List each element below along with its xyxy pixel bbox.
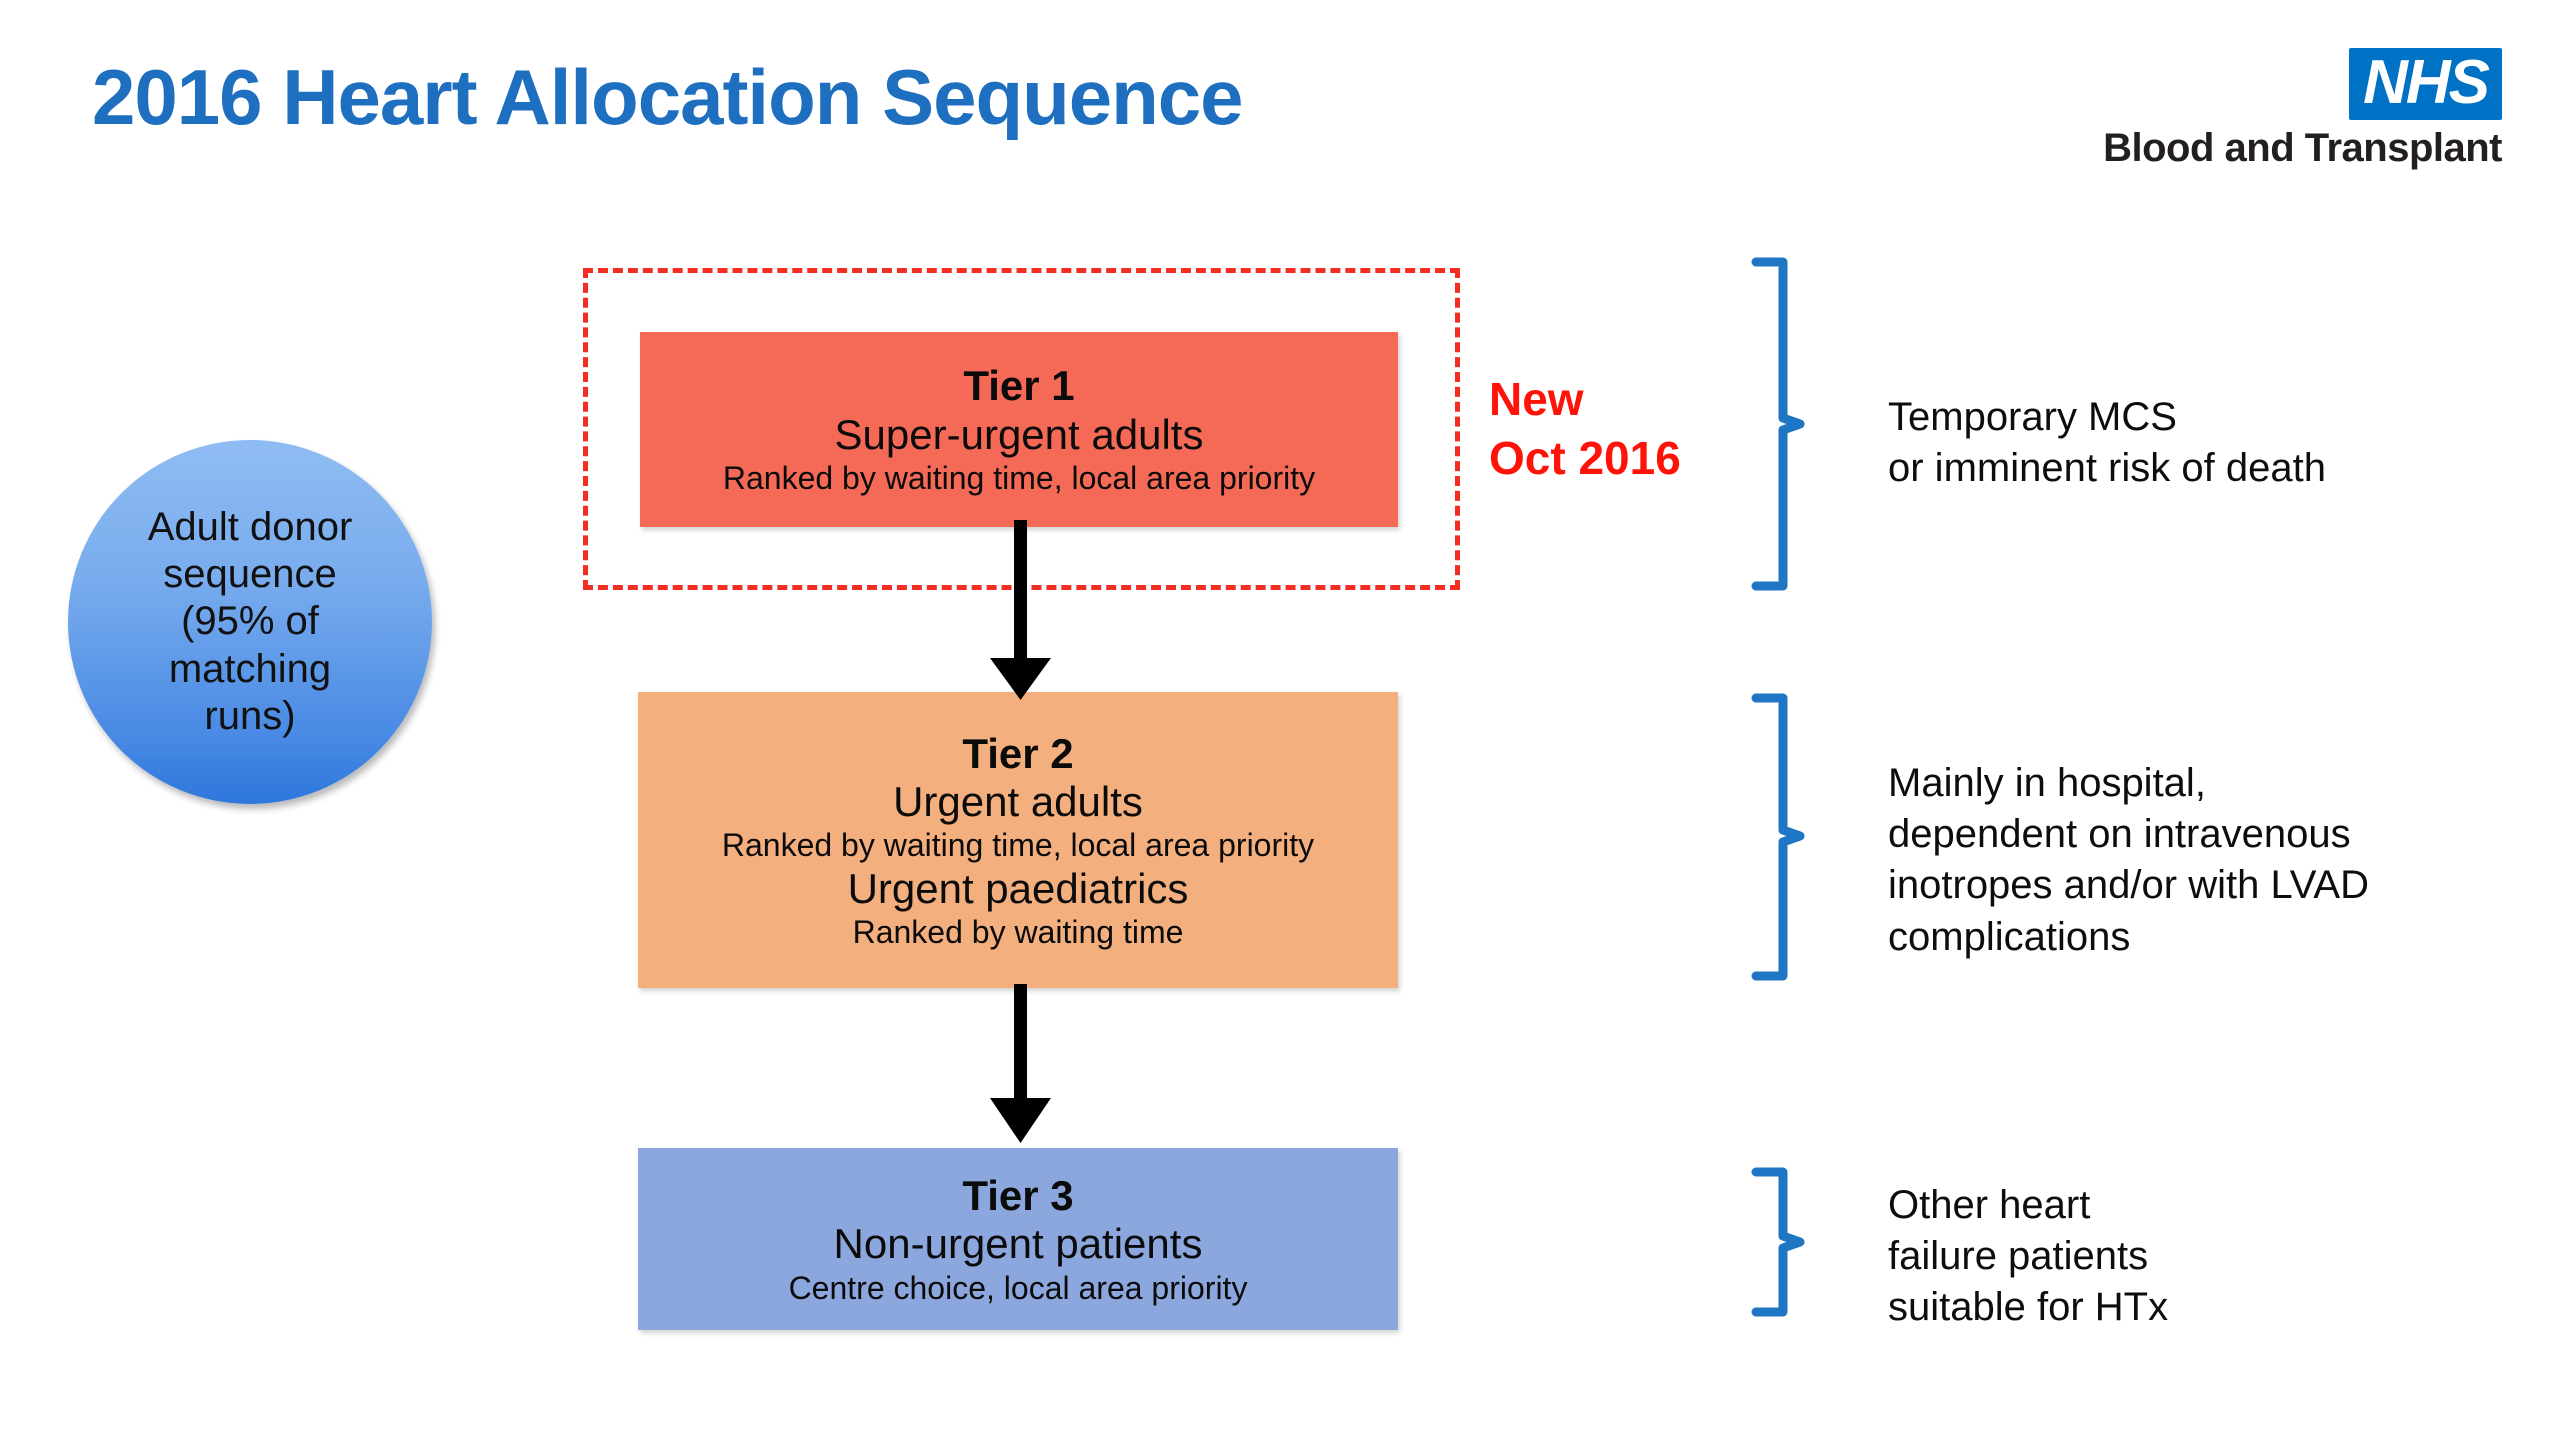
new-oct-2016-callout: New Oct 2016	[1489, 370, 1681, 488]
tier-2-title: Tier 2	[962, 729, 1074, 777]
tier-1-box: Tier 1 Super-urgent adults Ranked by wai…	[640, 332, 1398, 527]
donor-line-3: (95% of	[181, 599, 319, 644]
donor-line-5: runs)	[204, 693, 296, 738]
brace-tier-3	[1751, 1167, 1805, 1317]
tier-3-box: Tier 3 Non-urgent patients Centre choice…	[638, 1148, 1398, 1330]
tier-2-box: Tier 2 Urgent adults Ranked by waiting t…	[638, 692, 1398, 988]
nhs-logo: NHS Blood and Transplant	[2082, 48, 2503, 170]
annotation-3-line-1: Other heart	[1888, 1183, 2091, 1227]
nhs-badge-label: NHS	[2363, 48, 2490, 117]
arrow-tier2-to-tier3	[990, 984, 1051, 1143]
annotation-1-line-2: or imminent risk of death	[1888, 446, 2326, 491]
annotation-3-line-2: failure patients	[1888, 1234, 2149, 1279]
callout-line-2: Oct 2016	[1489, 431, 1681, 484]
tier-1-sub: Ranked by waiting time, local area prior…	[722, 460, 1316, 497]
tier-3-sub: Centre choice, local area priority	[788, 1269, 1248, 1306]
annotation-tier-1: Temporary MCS or imminent risk of death	[1888, 392, 2326, 494]
page-title: 2016 Heart Allocation Sequence	[92, 53, 1244, 141]
annotation-tier-2: Mainly in hospital, dependent on intrave…	[1888, 758, 2369, 963]
callout-line-1: New	[1489, 373, 1584, 425]
donor-sequence-label: Adult donor sequence (95% of matching ru…	[126, 504, 375, 740]
donor-line-4: matching	[168, 646, 332, 691]
donor-line-1: Adult donor	[147, 505, 353, 550]
tier-2-main: Urgent adults	[893, 778, 1143, 826]
annotation-2-line-1: Mainly in hospital,	[1888, 761, 2206, 805]
tier-1-main: Super-urgent adults	[834, 410, 1204, 458]
brace-tier-2	[1751, 693, 1805, 981]
annotation-2-line-3: inotropes and/or with LVAD	[1888, 863, 2369, 908]
annotation-2-line-2: dependent on intravenous	[1888, 812, 2351, 857]
donor-line-2: sequence	[163, 552, 337, 597]
annotation-3-line-3: suitable for HTx	[1888, 1285, 2169, 1330]
tier-3-title: Tier 3	[962, 1171, 1074, 1219]
brace-tier-1	[1751, 257, 1805, 591]
donor-sequence-circle: Adult donor sequence (95% of matching ru…	[68, 440, 432, 804]
annotation-tier-3: Other heart failure patients suitable fo…	[1888, 1180, 2168, 1334]
nhs-subtitle: Blood and Transplant	[2103, 126, 2502, 170]
tier-3-main: Non-urgent patients	[833, 1220, 1203, 1268]
annotation-2-line-4: complications	[1888, 914, 2131, 959]
nhs-badge: NHS	[2349, 48, 2502, 120]
tier-2-sub-2: Ranked by waiting time	[852, 914, 1184, 951]
tier-1-title: Tier 1	[963, 362, 1075, 410]
annotation-1-line-1: Temporary MCS	[1888, 395, 2177, 439]
tier-2-main-2: Urgent paediatrics	[847, 864, 1189, 912]
tier-2-sub: Ranked by waiting time, local area prior…	[721, 827, 1315, 864]
